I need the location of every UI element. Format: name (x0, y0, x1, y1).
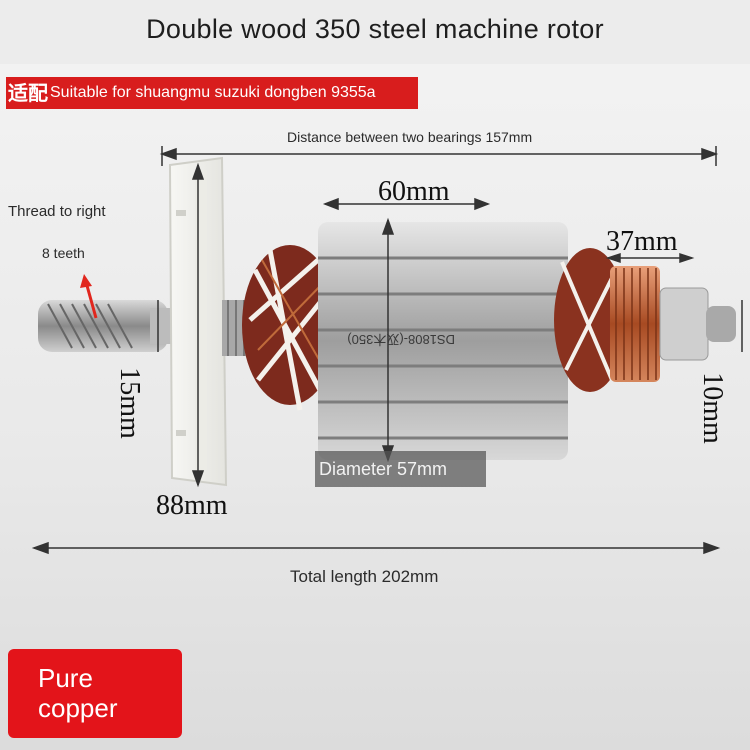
length-60-label: 60mm (378, 176, 450, 207)
teeth-label: 8 teeth (42, 245, 85, 261)
callout-line-1: Pure (38, 663, 93, 693)
thread-label: Thread to right (8, 203, 106, 220)
title-bar (0, 0, 750, 64)
compatibility-banner: 适配 Suitable for shuangmu suzuki dongben … (6, 77, 418, 109)
shaft-15-label: 15mm (113, 367, 145, 439)
diameter-label: Diameter 57mm (315, 451, 486, 487)
pure-copper-callout: Pure copper (8, 649, 182, 738)
left-copper-winding (242, 245, 338, 411)
commutator (610, 266, 736, 382)
dimension-lines (31, 146, 743, 555)
core-engraving: DS1808-(双木350) (347, 332, 455, 347)
teeth-arrow (80, 274, 98, 319)
shaft-10-label: 10mm (696, 372, 728, 444)
right-copper-winding (554, 248, 626, 392)
callout-line-2: copper (38, 693, 118, 723)
length-37-label: 37mm (606, 226, 678, 257)
laminated-core (318, 222, 568, 460)
product-title: Double wood 350 steel machine rotor (146, 14, 604, 44)
bearing-distance-label: Distance between two bearings 157mm (287, 129, 533, 145)
total-length-label: Total length 202mm (290, 567, 439, 586)
gear-shaft (38, 300, 180, 352)
banner-text: Suitable for shuangmu suzuki dongben 935… (50, 84, 376, 101)
fan-88-label: 88mm (156, 490, 228, 521)
banner-badge: 适配 (8, 81, 48, 105)
